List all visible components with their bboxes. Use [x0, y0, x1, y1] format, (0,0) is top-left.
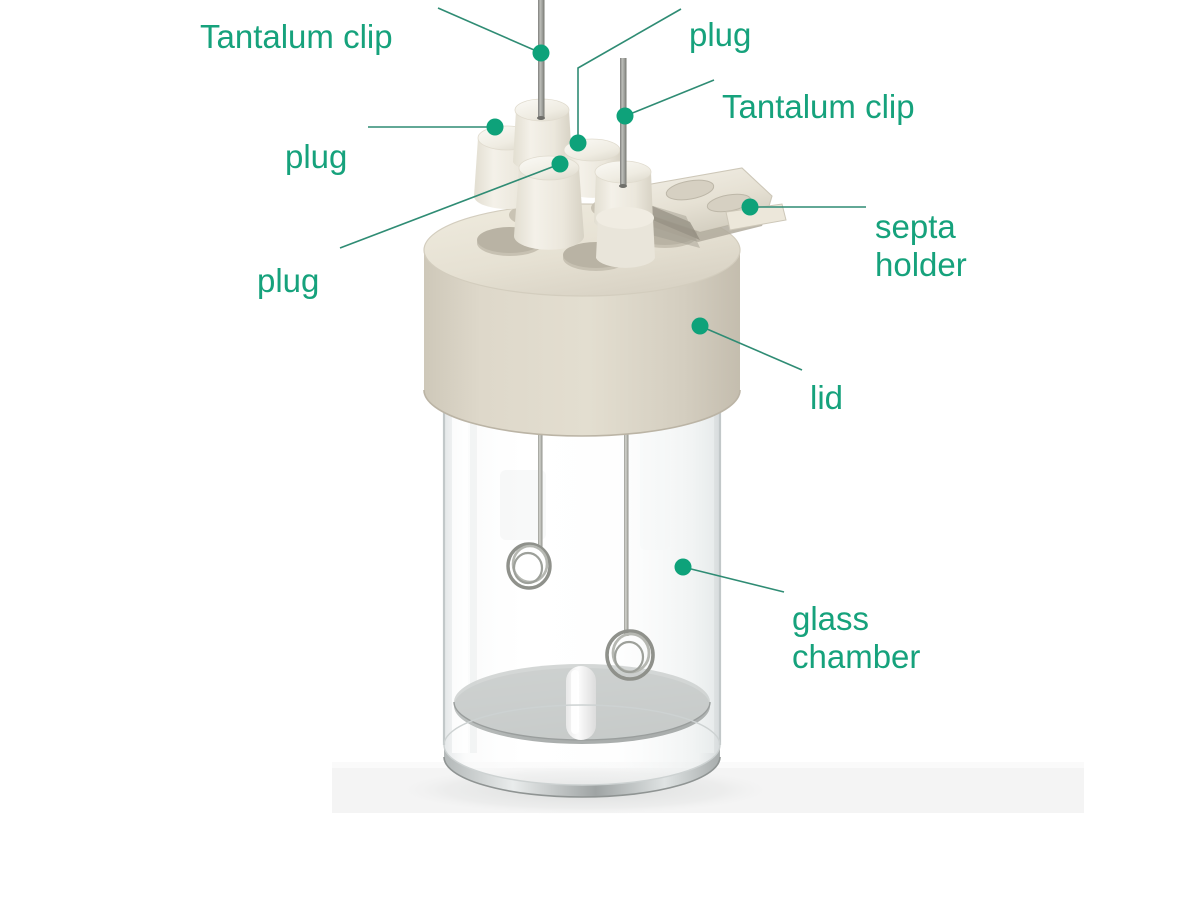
callout-label-line: plug: [257, 262, 320, 299]
callout-label-tantalum-clip-right: Tantalum clip: [722, 88, 915, 126]
leader-line-lid: [699, 325, 803, 371]
callout-label-line: plug: [689, 16, 752, 53]
callout-label-line: Tantalum clip: [200, 18, 393, 55]
callout-label-line: lid: [810, 379, 844, 416]
stir-bar: [566, 666, 596, 740]
leader-line-plug-top-right: [577, 8, 682, 143]
callout-label-line: septa: [875, 208, 956, 245]
leader-dot-glass-chamber: [674, 558, 692, 576]
leader-dot-plug-top-right: [569, 134, 587, 152]
callout-label-plug-lower-left: plug: [257, 262, 319, 300]
callout-label-plug-top-right: plug: [689, 16, 751, 54]
leader-line-plug-lower-left: [339, 163, 561, 249]
leader-line-glass-chamber: [682, 566, 785, 593]
callout-label-line: Tantalum clip: [722, 88, 915, 125]
callout-label-line: glass: [792, 600, 870, 637]
callout-label-line: holder: [875, 246, 967, 283]
callout-label-line: plug: [285, 138, 348, 175]
leader-line-tantalum-clip-right: [624, 79, 715, 117]
plug-front-left: [514, 155, 584, 250]
tantalum-clip-wire-left: [506, 408, 552, 590]
tantalum-clip-wire-right: [605, 408, 655, 681]
callout-leader-lines: [339, 7, 866, 593]
leader-dot-plug-upper-left: [486, 118, 504, 136]
callout-label-plug-upper-left: plug: [285, 138, 347, 176]
leader-dot-tantalum-clip-left: [532, 44, 550, 62]
leader-line-tantalum-clip-left: [437, 7, 542, 54]
chamber-bottom-rim: [443, 704, 721, 798]
leader-dot-tantalum-clip-right: [616, 107, 634, 125]
leader-dot-lid: [691, 317, 709, 335]
callout-label-tantalum-clip-left: Tantalum clip: [200, 18, 393, 56]
callout-label-line: chamber: [792, 638, 921, 675]
leader-dot-plug-lower-left: [551, 155, 569, 173]
plug-front-right: [596, 207, 655, 268]
leader-dot-septa-holder: [741, 198, 759, 216]
callout-label-lid: lid: [810, 379, 843, 417]
